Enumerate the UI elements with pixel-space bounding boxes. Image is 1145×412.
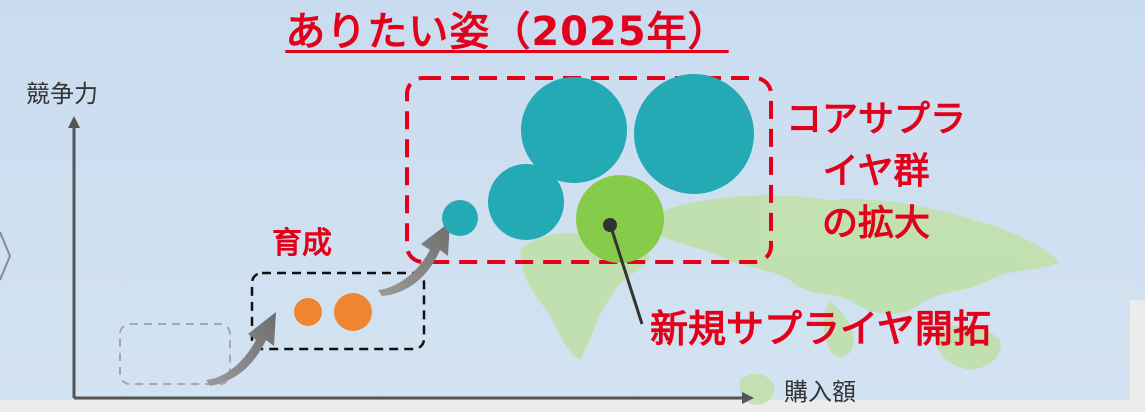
core-bubble-xl (634, 74, 754, 194)
new-supplier-label: 新規サプライヤ開拓 (650, 307, 991, 351)
growth-arrow-2 (378, 222, 450, 296)
new-supplier-dot (603, 218, 617, 232)
core-bubble-s (488, 164, 564, 240)
core-bubble-xs (442, 200, 478, 236)
core-expansion-line1: コアサプライヤ群 (786, 99, 967, 192)
right-edge-panel (1130, 300, 1145, 412)
new-supplier-bubble (576, 175, 664, 263)
initial-stage-box (119, 323, 231, 385)
core-bubble-l (521, 77, 627, 183)
nurture-bubble-small (294, 298, 322, 326)
core-expansion-line2: の拡大 (821, 203, 930, 244)
bottom-band (0, 400, 1145, 412)
y-axis-label: 競争力 (26, 80, 98, 108)
growth-arrow-1 (206, 312, 276, 386)
target-stage-box (405, 76, 773, 264)
nurture-label: 育成 (272, 226, 332, 261)
new-supplier-pointer (609, 226, 644, 325)
left-edge-arc (0, 231, 12, 281)
page-title: ありたい姿（2025年） (285, 9, 729, 55)
core-expansion-label: コアサプライヤ群 の拡大 (786, 94, 966, 250)
x-axis-label: 購入額 (784, 378, 856, 406)
nurture-stage-box (250, 271, 426, 351)
nurture-bubble-large (334, 293, 372, 331)
